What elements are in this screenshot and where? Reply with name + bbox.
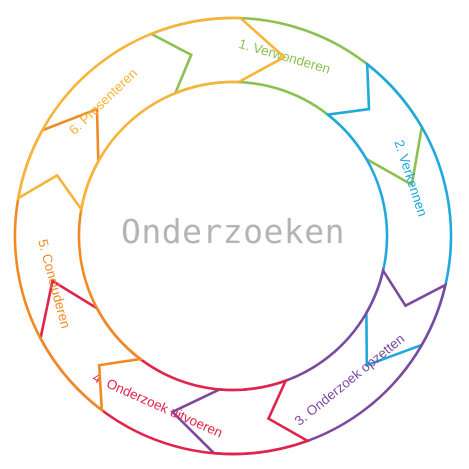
segment-arrow-4 [39,278,311,456]
segment-label-4: 4. Onderzoek uitvoeren [91,370,225,441]
segment-label-6: 6. Presenteren [66,65,140,137]
segment-label-5: 5. Concluderen [35,238,73,330]
segment-arrow-5 [13,107,144,413]
segment-label-3: 3. Onderzoek opzetten [292,331,408,429]
segment-arrow-6 [16,16,287,213]
segment-label-2: 2. Verkennen [391,138,430,218]
segment-arrow-1 [148,16,424,187]
center-title: Onderzoeken [121,212,345,251]
segment-arrow-2 [324,61,453,368]
